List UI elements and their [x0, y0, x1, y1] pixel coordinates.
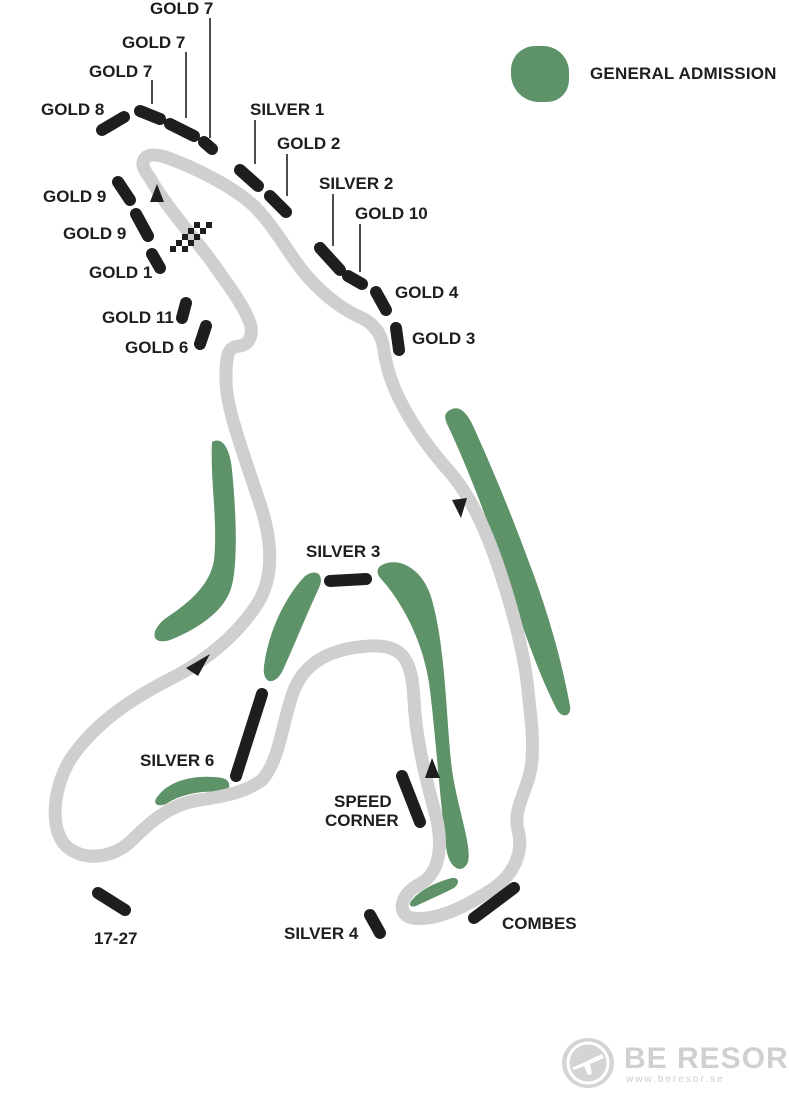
grandstand-silver3[interactable] [324, 573, 372, 587]
grandstand-gold1[interactable] [146, 248, 166, 274]
grandstand-gold11[interactable] [176, 297, 192, 324]
arrow-icon [150, 184, 164, 202]
grandstand-speed-corner[interactable] [396, 770, 426, 828]
label-speed: SPEED [334, 792, 392, 811]
watermark-brand: BE RESOR [624, 1042, 789, 1075]
race-track [48, 148, 540, 926]
ga-area-bottom[interactable] [409, 877, 458, 907]
grandstand-gold8[interactable] [96, 111, 130, 136]
ga-area-silver3-left[interactable] [263, 572, 321, 682]
grandstand-gold7-mid[interactable] [164, 118, 200, 142]
legend-swatch [511, 46, 569, 102]
label-gold6: GOLD 6 [125, 338, 188, 357]
grandstand-gold7-low[interactable] [134, 105, 166, 125]
label-silver6: SILVER 6 [140, 751, 214, 770]
checkered-flag-icon [170, 222, 212, 252]
label-gold7-top: GOLD 7 [150, 0, 213, 18]
label-gold4: GOLD 4 [395, 283, 459, 302]
grandstand-gold10[interactable] [342, 270, 368, 290]
grandstand-17-27[interactable] [92, 887, 131, 916]
direction-arrows [150, 184, 467, 778]
grandstand-gold6[interactable] [194, 320, 212, 350]
label-gold11: GOLD 11 [102, 308, 174, 327]
grandstand-gold2[interactable] [264, 190, 292, 218]
grandstand-silver1[interactable] [234, 164, 264, 192]
label-combes: COMBES [502, 914, 577, 933]
grandstand-gold4[interactable] [370, 286, 392, 316]
arrow-icon [186, 654, 210, 676]
airplane-logo-icon [562, 1038, 614, 1088]
ga-area-silver3-right[interactable] [377, 562, 469, 869]
grandstand-silver6[interactable] [230, 688, 268, 782]
watermark-url: www.beresor.se [626, 1074, 725, 1085]
label-gold1: GOLD 1 [89, 263, 152, 282]
ga-area-left[interactable] [154, 440, 236, 642]
grandstand-gold9-a[interactable] [112, 176, 136, 206]
label-gold9-a: GOLD 9 [43, 187, 106, 206]
leader-lines [151, 18, 361, 272]
grandstand-gold9-b[interactable] [130, 208, 154, 242]
grandstands [92, 105, 520, 939]
labels: GOLD 7 GOLD 7 GOLD 7 GOLD 8 SILVER 1 GOL… [41, 0, 577, 948]
label-corner: CORNER [325, 811, 399, 830]
arrow-icon [425, 758, 440, 778]
label-gold3: GOLD 3 [412, 329, 475, 348]
arrow-icon [452, 498, 467, 518]
grandstand-gold3[interactable] [390, 322, 405, 356]
label-gold10: GOLD 10 [355, 204, 428, 223]
label-gold7-mid: GOLD 7 [122, 33, 185, 52]
ga-area-right[interactable] [445, 408, 571, 716]
grandstand-silver2[interactable] [314, 242, 346, 276]
general-admission-areas [154, 408, 571, 907]
legend-label: GENERAL ADMISSION [590, 64, 777, 83]
label-gold9-b: GOLD 9 [63, 224, 126, 243]
grandstand-silver4[interactable] [364, 909, 386, 939]
watermark: BE RESOR www.beresor.se [562, 1038, 788, 1088]
label-17-27: 17-27 [94, 929, 137, 948]
grandstand-combes[interactable] [468, 882, 520, 924]
grandstand-gold7-top[interactable] [198, 136, 218, 155]
label-gold8: GOLD 8 [41, 100, 104, 119]
label-silver3: SILVER 3 [306, 542, 380, 561]
label-silver2: SILVER 2 [319, 174, 393, 193]
label-silver4: SILVER 4 [284, 924, 359, 943]
label-gold2: GOLD 2 [277, 134, 340, 153]
label-gold7-low: GOLD 7 [89, 62, 152, 81]
ga-area-silver6[interactable] [155, 776, 230, 806]
label-silver1: SILVER 1 [250, 100, 324, 119]
